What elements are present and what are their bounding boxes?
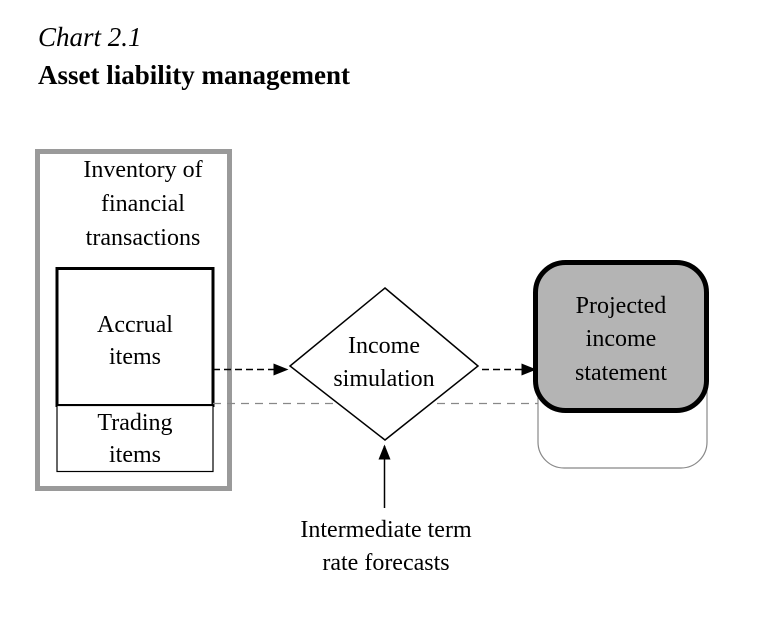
projected-statement-label-line-2: income (586, 326, 657, 352)
chart-number: Chart 2.1 (38, 22, 142, 52)
income-simulation-diamond (288, 287, 480, 441)
projected-statement-label-line-3: statement (575, 360, 667, 386)
forecasts-label-line-1: Intermediate term (300, 517, 472, 543)
income-simulation-label-line-2: simulation (333, 366, 434, 392)
forecasts-label-line-2: rate forecasts (322, 550, 449, 576)
inventory-box (35, 149, 232, 491)
inventory-label-line-1: Inventory of (83, 157, 202, 183)
trading-items-label-line-2: items (109, 442, 161, 468)
accrual-items-label-line-2: items (109, 344, 161, 370)
accrual-items-box (55, 267, 215, 407)
income-simulation-label-line-1: Income (348, 333, 420, 359)
accrual-items-label-line-1: Accrual (97, 312, 173, 338)
projected-statement-label-line-1: Projected (576, 293, 667, 319)
inventory-label-line-3: transactions (86, 225, 201, 251)
inventory-label-line-2: financial (101, 191, 185, 217)
trading-items-box (56, 404, 214, 473)
projected-statement-box (533, 260, 709, 413)
trading-items-label-line-1: Trading (97, 410, 172, 436)
chart-title: Asset liability management (38, 60, 350, 90)
